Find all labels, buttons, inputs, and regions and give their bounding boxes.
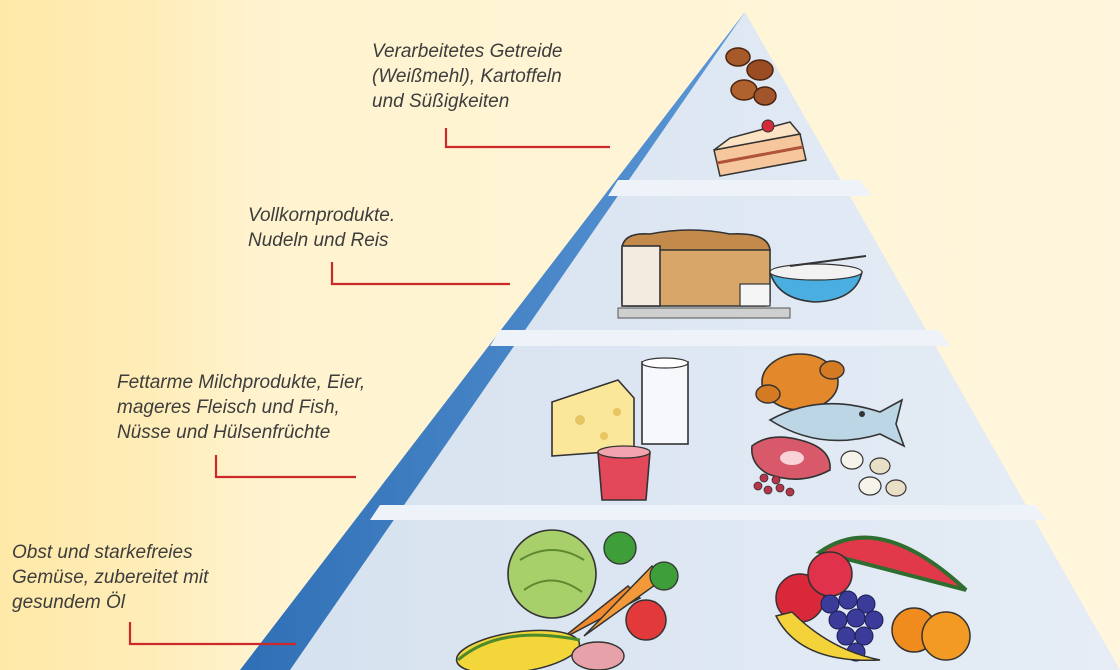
tomato-icon: [626, 600, 666, 640]
label-produce-tier: Obst und starkefreies Gemüse, zubereitet…: [12, 540, 208, 615]
label-protein-tier: Fettarme Milchprodukte, Eier, mageres Fl…: [117, 370, 365, 445]
leader-line-grains: [332, 262, 510, 284]
yogurt-cup-icon: [598, 446, 650, 500]
bread-icon: [618, 230, 790, 318]
leader-line-sweets: [446, 128, 610, 147]
tier-divider: [490, 330, 950, 346]
label-grains-tier: Vollkornprodukte. Nudeln und Reis: [248, 203, 395, 253]
label-sweets-tier: Verarbeitetes Getreide (Weißmehl), Karto…: [372, 39, 562, 114]
leader-line-protein: [216, 455, 356, 477]
milk-glass-icon: [642, 358, 688, 444]
tier-divider: [608, 180, 872, 196]
tier-divider: [370, 505, 1046, 520]
cabbage-icon: [508, 530, 596, 618]
potato-small-icon: [572, 642, 624, 670]
